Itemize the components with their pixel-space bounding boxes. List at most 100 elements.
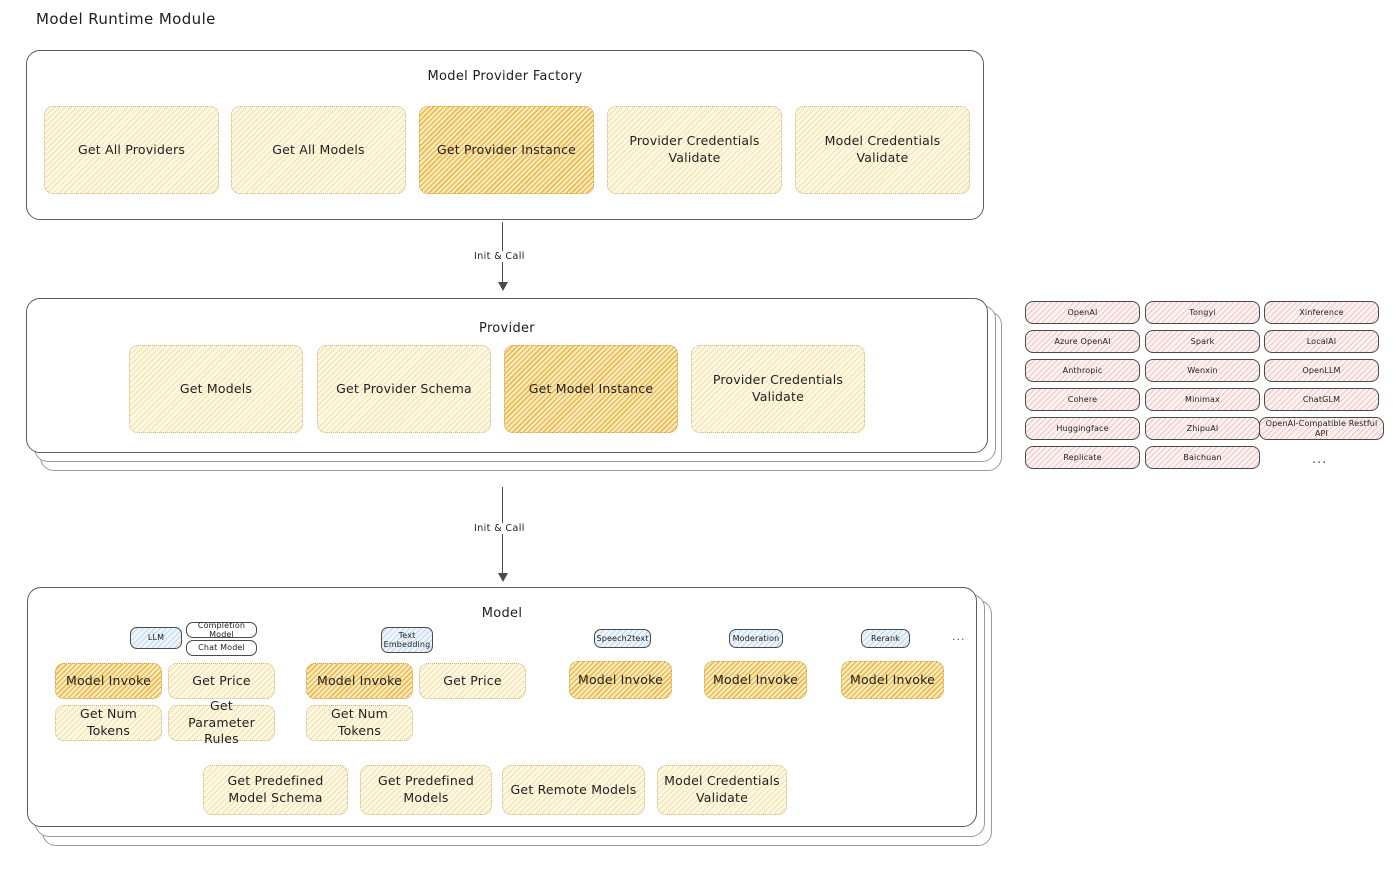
model-method-label: Model Invoke (577, 671, 664, 687)
model-common-method-get-remote-models[interactable]: Get Remote Models (502, 765, 645, 815)
factory-method-label: Model Credentials Validate (824, 133, 941, 165)
provider-chip-label: Tongyi (1189, 307, 1216, 317)
model-type-chip-rerank[interactable]: Rerank (861, 629, 910, 648)
provider-chip-label: Replicate (1063, 452, 1102, 462)
provider-method-get-provider-schema[interactable]: Get Provider Schema (317, 345, 491, 433)
provider-chip-label: LocalAI (1306, 336, 1337, 346)
model-common-method-get-predefined-model-schema[interactable]: Get Predefined Model Schema (203, 765, 348, 815)
provider-chip-label: Wenxin (1187, 365, 1218, 375)
provider-method-get-models[interactable]: Get Models (129, 345, 303, 433)
model-method-label: Model Invoke (712, 671, 799, 687)
provider-method-label: Get Provider Schema (336, 380, 472, 396)
moderation-method-model-invoke[interactable]: Model Invoke (704, 661, 807, 699)
arrow-factory-to-provider-label: Init & Call (470, 251, 529, 262)
provider-title: Provider (479, 321, 535, 336)
provider-chip-anthropic[interactable]: Anthropic (1025, 359, 1140, 382)
model-method-label: Get Remote Models (510, 781, 637, 797)
provider-chip-label: Minimax (1185, 394, 1220, 404)
provider-chip-zhipuai[interactable]: ZhipuAI (1145, 417, 1260, 440)
provider-chip-baichuan[interactable]: Baichuan (1145, 446, 1260, 469)
speech2text-method-model-invoke[interactable]: Model Invoke (569, 661, 672, 699)
factory-method-get-all-providers[interactable]: Get All Providers (44, 106, 219, 194)
text-embedding-method-get-price[interactable]: Get Price (419, 663, 526, 699)
arrow-provider-to-model-label: Init & Call (470, 523, 529, 534)
model-method-label: Get Price (443, 672, 502, 688)
model-subtype-chip-chat-model[interactable]: Chat Model (186, 640, 257, 656)
provider-chip-xinference[interactable]: Xinference (1264, 301, 1379, 324)
model-type-label: LLM (147, 633, 165, 643)
model-title: Model (481, 606, 523, 621)
llm-method-get-parameter-rules[interactable]: Get Parameter Rules (168, 698, 275, 746)
factory-method-label: Get All Models (272, 141, 365, 157)
provider-chip-spark[interactable]: Spark (1145, 330, 1260, 353)
llm-method-get-num-tokens[interactable]: Get Num Tokens (55, 705, 162, 741)
model-type-chip-text-embedding[interactable]: Text Embedding (381, 627, 433, 653)
provider-method-provider-credentials-validate[interactable]: Provider Credentials Validate (691, 345, 865, 433)
provider-chip-tongyi[interactable]: Tongyi (1145, 301, 1260, 324)
arrow-provider-to-model-head (498, 573, 508, 582)
model-method-label: Get Predefined Models (378, 773, 474, 805)
provider-chip-label: OpenLLM (1302, 365, 1341, 375)
factory-method-provider-credentials-validate[interactable]: Provider Credentials Validate (607, 106, 782, 194)
provider-chip-label: Baichuan (1183, 452, 1222, 462)
provider-chip-label: OpenAI (1067, 307, 1098, 317)
provider-chip-chatglm[interactable]: ChatGLM (1264, 388, 1379, 411)
model-type-label: Text Embedding (383, 630, 431, 649)
provider-chip-label: ChatGLM (1302, 394, 1341, 404)
provider-chip-label: Huggingface (1056, 423, 1109, 433)
model-method-label: Get Num Tokens (330, 706, 389, 738)
provider-chip-replicate[interactable]: Replicate (1025, 446, 1140, 469)
factory-method-get-all-models[interactable]: Get All Models (231, 106, 406, 194)
provider-chip-huggingface[interactable]: Huggingface (1025, 417, 1140, 440)
model-method-label: Get Num Tokens (79, 706, 138, 738)
text-embedding-method-model-invoke[interactable]: Model Invoke (306, 663, 413, 699)
model-common-method-get-predefined-models[interactable]: Get Predefined Models (360, 765, 492, 815)
model-subtype-label: Chat Model (198, 643, 245, 653)
model-type-chip-moderation[interactable]: Moderation (729, 629, 783, 648)
provider-list-more: ... (1312, 452, 1328, 467)
factory-method-label: Get Provider Instance (436, 141, 577, 157)
provider-chip-cohere[interactable]: Cohere (1025, 388, 1140, 411)
model-method-label: Model Credentials Validate (664, 773, 780, 805)
model-type-label: Speech2text (596, 633, 649, 643)
llm-method-model-invoke[interactable]: Model Invoke (55, 663, 162, 699)
model-method-label: Model Invoke (849, 671, 936, 687)
rerank-method-model-invoke[interactable]: Model Invoke (841, 661, 944, 699)
arrow-factory-to-provider-head (498, 282, 508, 291)
model-method-label: Get Price (192, 672, 251, 688)
factory-method-model-credentials-validate[interactable]: Model Credentials Validate (795, 106, 970, 194)
llm-method-get-price[interactable]: Get Price (168, 663, 275, 699)
page-title: Model Runtime Module (36, 10, 216, 28)
provider-chip-label: ZhipuAI (1186, 423, 1219, 433)
provider-chip-label: Cohere (1067, 394, 1098, 404)
provider-method-label: Get Model Instance (528, 380, 654, 396)
provider-chip-localai[interactable]: LocalAI (1264, 330, 1379, 353)
model-method-label: Get Parameter Rules (188, 697, 255, 747)
provider-chip-openllm[interactable]: OpenLLM (1264, 359, 1379, 382)
model-subtype-label: Completion Model (197, 620, 246, 639)
model-type-chip-llm[interactable]: LLM (130, 627, 182, 649)
model-common-method-model-credentials-validate[interactable]: Model Credentials Validate (657, 765, 787, 815)
factory-method-get-provider-instance[interactable]: Get Provider Instance (419, 106, 594, 194)
model-method-label: Model Invoke (65, 672, 152, 688)
text-embedding-method-get-num-tokens[interactable]: Get Num Tokens (306, 705, 413, 741)
model-type-label: Rerank (871, 633, 900, 643)
model-method-label: Model Invoke (316, 672, 403, 688)
model-subtype-chip-completion-model[interactable]: Completion Model (186, 620, 257, 639)
provider-chip-openai-compatible-restful-api[interactable]: OpenAI-Compatible Restful API (1259, 417, 1384, 440)
provider-chip-label: Azure OpenAI (1054, 336, 1111, 346)
provider-chip-openai[interactable]: OpenAI (1025, 301, 1140, 324)
provider-method-label: Provider Credentials Validate (712, 372, 844, 404)
model-method-label: Get Predefined Model Schema (227, 773, 324, 805)
provider-chip-azure-openai[interactable]: Azure OpenAI (1025, 330, 1140, 353)
provider-chip-label: Spark (1190, 336, 1215, 346)
provider-chip-wenxin[interactable]: Wenxin (1145, 359, 1260, 382)
provider-chip-minimax[interactable]: Minimax (1145, 388, 1260, 411)
provider-chip-label: OpenAI-Compatible Restful API (1265, 419, 1378, 438)
model-types-more: ... (952, 630, 966, 643)
factory-method-label: Provider Credentials Validate (629, 133, 760, 165)
model-type-chip-speech2text[interactable]: Speech2text (594, 629, 651, 648)
provider-method-get-model-instance[interactable]: Get Model Instance (504, 345, 678, 433)
provider-chip-label: Anthropic (1062, 365, 1103, 375)
